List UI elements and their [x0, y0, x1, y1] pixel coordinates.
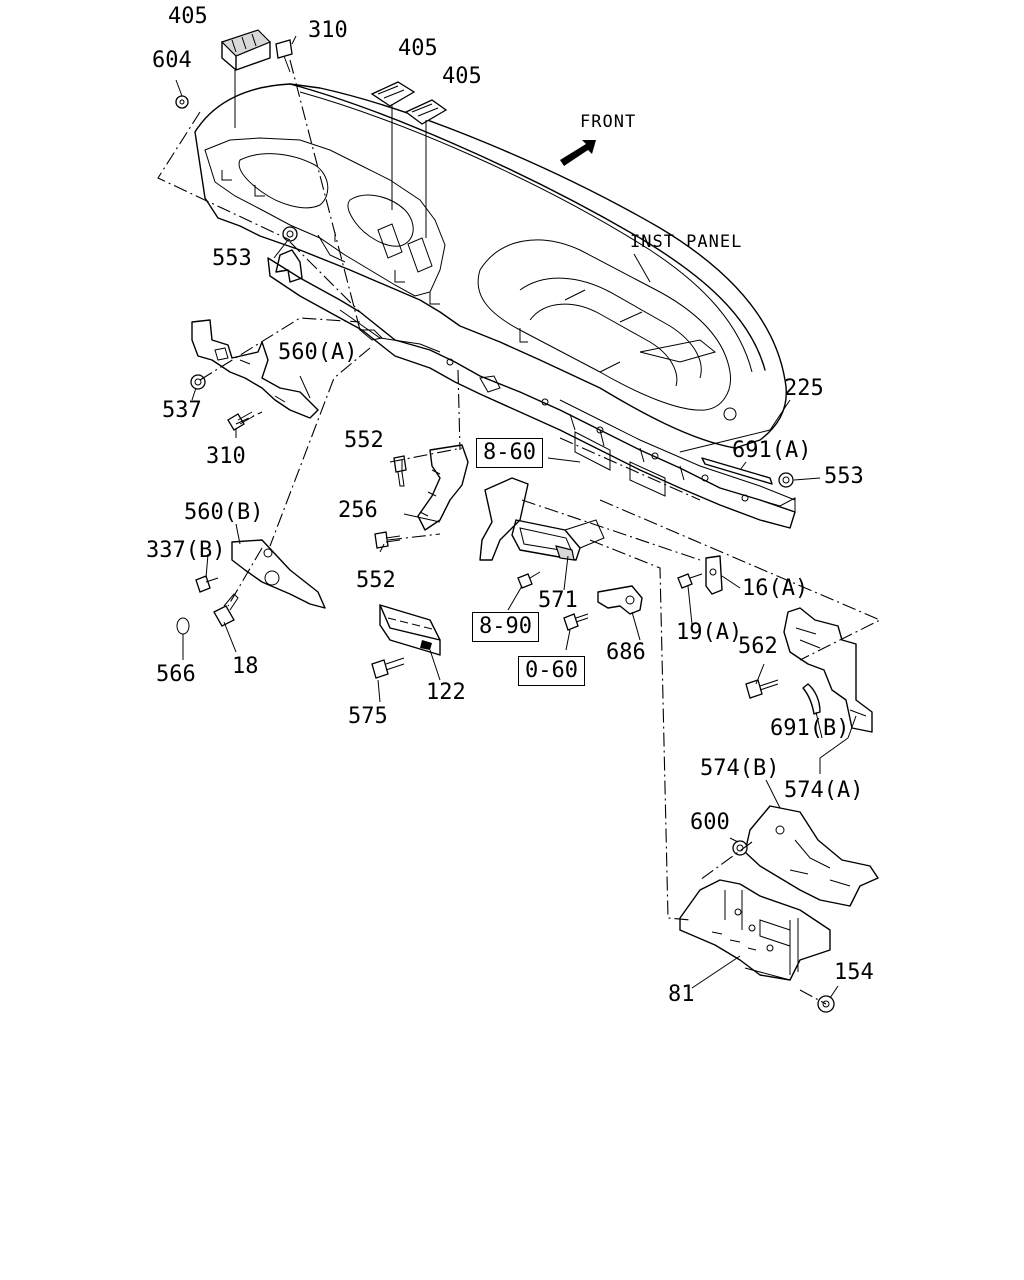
ref-0-60[interactable]: 0-60: [518, 656, 585, 686]
label-337b: 337(B): [146, 538, 226, 563]
label-552-upper: 552: [344, 428, 384, 453]
label-405-right: 405: [442, 64, 482, 89]
label-562: 562: [738, 634, 778, 659]
instrument-panel: [194, 83, 787, 449]
bracket-256: [417, 444, 469, 531]
label-310-left: 310: [206, 444, 246, 469]
label-691a: 691(A): [732, 438, 812, 463]
plate-16a: [705, 555, 723, 595]
label-405-mid: 405: [398, 36, 438, 61]
label-18: 18: [232, 654, 259, 679]
leader-lines: [175, 35, 857, 999]
label-154: 154: [834, 960, 874, 985]
label-691b: 691(B): [770, 716, 850, 741]
label-600: 600: [690, 810, 730, 835]
label-256: 256: [338, 498, 378, 523]
switch-panel-122: [379, 604, 441, 656]
bracket-560a: [191, 319, 319, 419]
label-575: 575: [348, 704, 388, 729]
label-560a: 560(A): [278, 340, 358, 365]
bracket-81: [679, 879, 831, 981]
fasteners: [175, 29, 835, 1013]
ref-8-60[interactable]: 8-60: [476, 438, 543, 468]
label-553-left: 553: [212, 246, 252, 271]
label-566: 566: [156, 662, 196, 687]
cross-car-beam: [267, 257, 796, 529]
strip-691a: [701, 457, 773, 485]
label-16a: 16(A): [742, 576, 809, 601]
bracket-560b: [231, 539, 326, 609]
label-225: 225: [784, 376, 824, 401]
front-annotation: FRONT: [580, 112, 637, 132]
clip-686: [597, 585, 643, 615]
label-560b: 560(B): [184, 500, 264, 525]
bracket-562: [783, 607, 873, 733]
front-arrow-icon: [560, 140, 596, 166]
label-81: 81: [668, 982, 695, 1007]
label-405-top: 405: [168, 4, 208, 29]
label-552-lower: 552: [356, 568, 396, 593]
bracket-553-left: [275, 249, 303, 283]
label-310-top: 310: [308, 18, 348, 43]
label-574a: 574(A): [784, 778, 864, 803]
label-574b: 574(B): [700, 756, 780, 781]
ref-8-90[interactable]: 8-90: [472, 612, 539, 642]
inst-panel-annotation: INST PANEL: [630, 232, 743, 252]
strip-691b: [802, 683, 821, 715]
label-537: 537: [162, 398, 202, 423]
bracket-574b: [744, 805, 879, 907]
label-19a: 19(A): [676, 620, 743, 645]
label-571: 571: [538, 588, 578, 613]
assembly-centerlines: [157, 59, 882, 1005]
label-553-right: 553: [824, 464, 864, 489]
label-122: 122: [426, 680, 466, 705]
label-604: 604: [152, 48, 192, 73]
label-686: 686: [606, 640, 646, 665]
bracket-center: [479, 477, 529, 561]
